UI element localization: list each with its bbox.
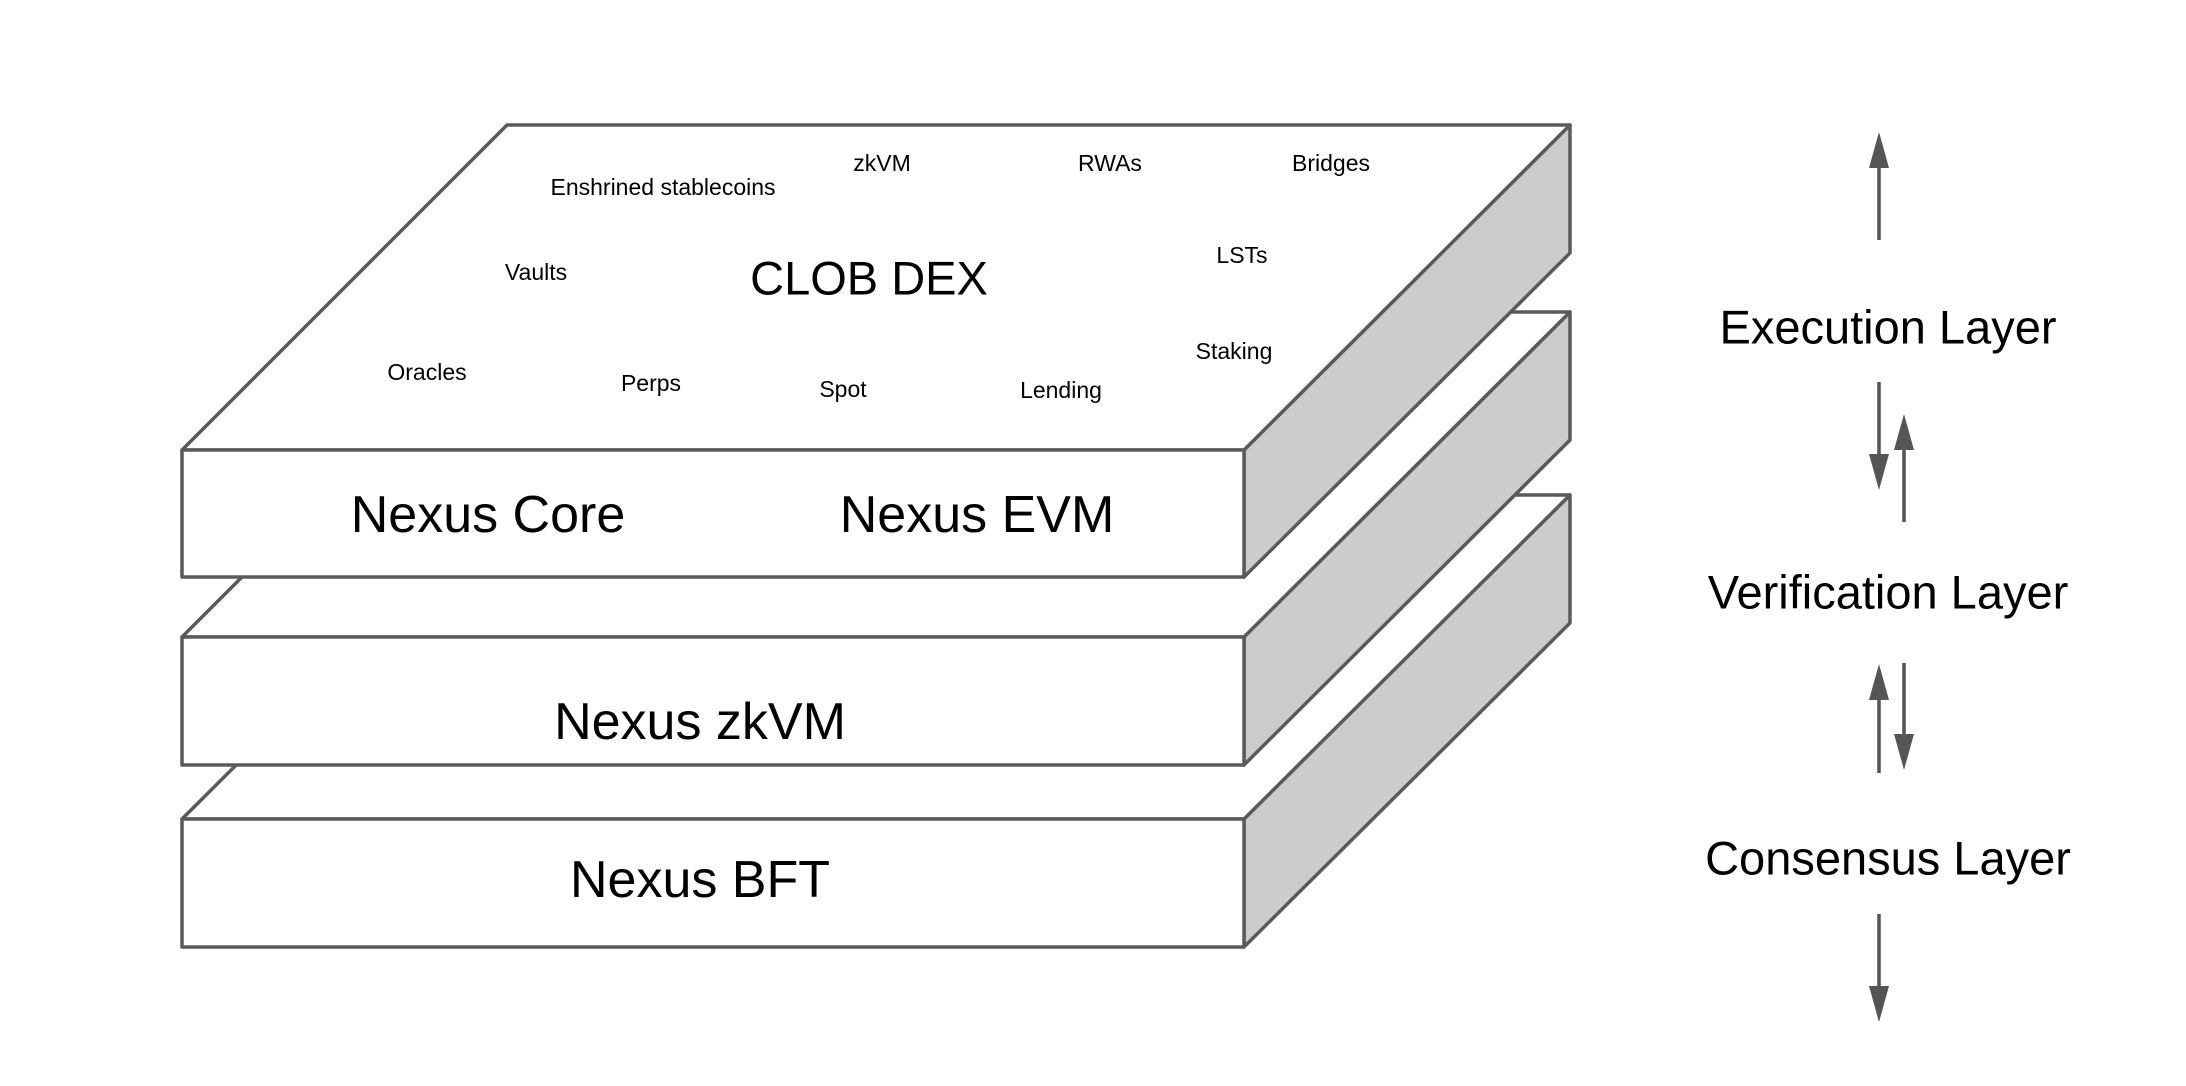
layer-arrows <box>1869 132 1914 1022</box>
staking-label: Staking <box>1196 338 1273 364</box>
arrow-up-icon <box>1869 664 1889 773</box>
spot-label: Spot <box>819 376 867 402</box>
block-top-front <box>180 448 1246 579</box>
vaults-label: Vaults <box>505 259 567 285</box>
arrow-down-icon <box>1869 914 1889 1022</box>
arrow-down-icon <box>1869 382 1889 490</box>
zkvm-app-label: zkVM <box>853 150 911 176</box>
oracles-label: Oracles <box>387 359 466 385</box>
block-nexus-execution: Nexus Core Nexus EVM CLOB DEX Enshrined … <box>180 123 1572 579</box>
nexus-evm-label: Nexus EVM <box>840 486 1115 544</box>
nexus-core-label: Nexus Core <box>351 486 626 544</box>
enshrined-stablecoins-label: Enshrined stablecoins <box>550 174 775 200</box>
block-zkvm-front <box>180 635 1246 767</box>
verification-layer-label: Verification Layer <box>1708 566 2069 619</box>
lending-label: Lending <box>1020 377 1102 403</box>
arrow-up-icon <box>1869 132 1889 240</box>
consensus-layer-label: Consensus Layer <box>1705 832 2071 885</box>
lsts-label: LSTs <box>1216 242 1267 268</box>
block-zkvm-label: Nexus zkVM <box>554 693 846 751</box>
bridges-label: Bridges <box>1292 150 1370 176</box>
block-bft-front <box>180 817 1246 949</box>
execution-layer-label: Execution Layer <box>1719 301 2056 354</box>
layer-labels: Execution Layer Verification Layer Conse… <box>1705 301 2071 885</box>
clob-dex-label: CLOB DEX <box>750 252 988 305</box>
arrow-up-icon <box>1894 414 1914 522</box>
perps-label: Perps <box>621 370 681 396</box>
rwas-label: RWAs <box>1078 150 1142 176</box>
arrow-down-icon <box>1894 663 1914 770</box>
block-bft-label: Nexus BFT <box>570 851 830 909</box>
